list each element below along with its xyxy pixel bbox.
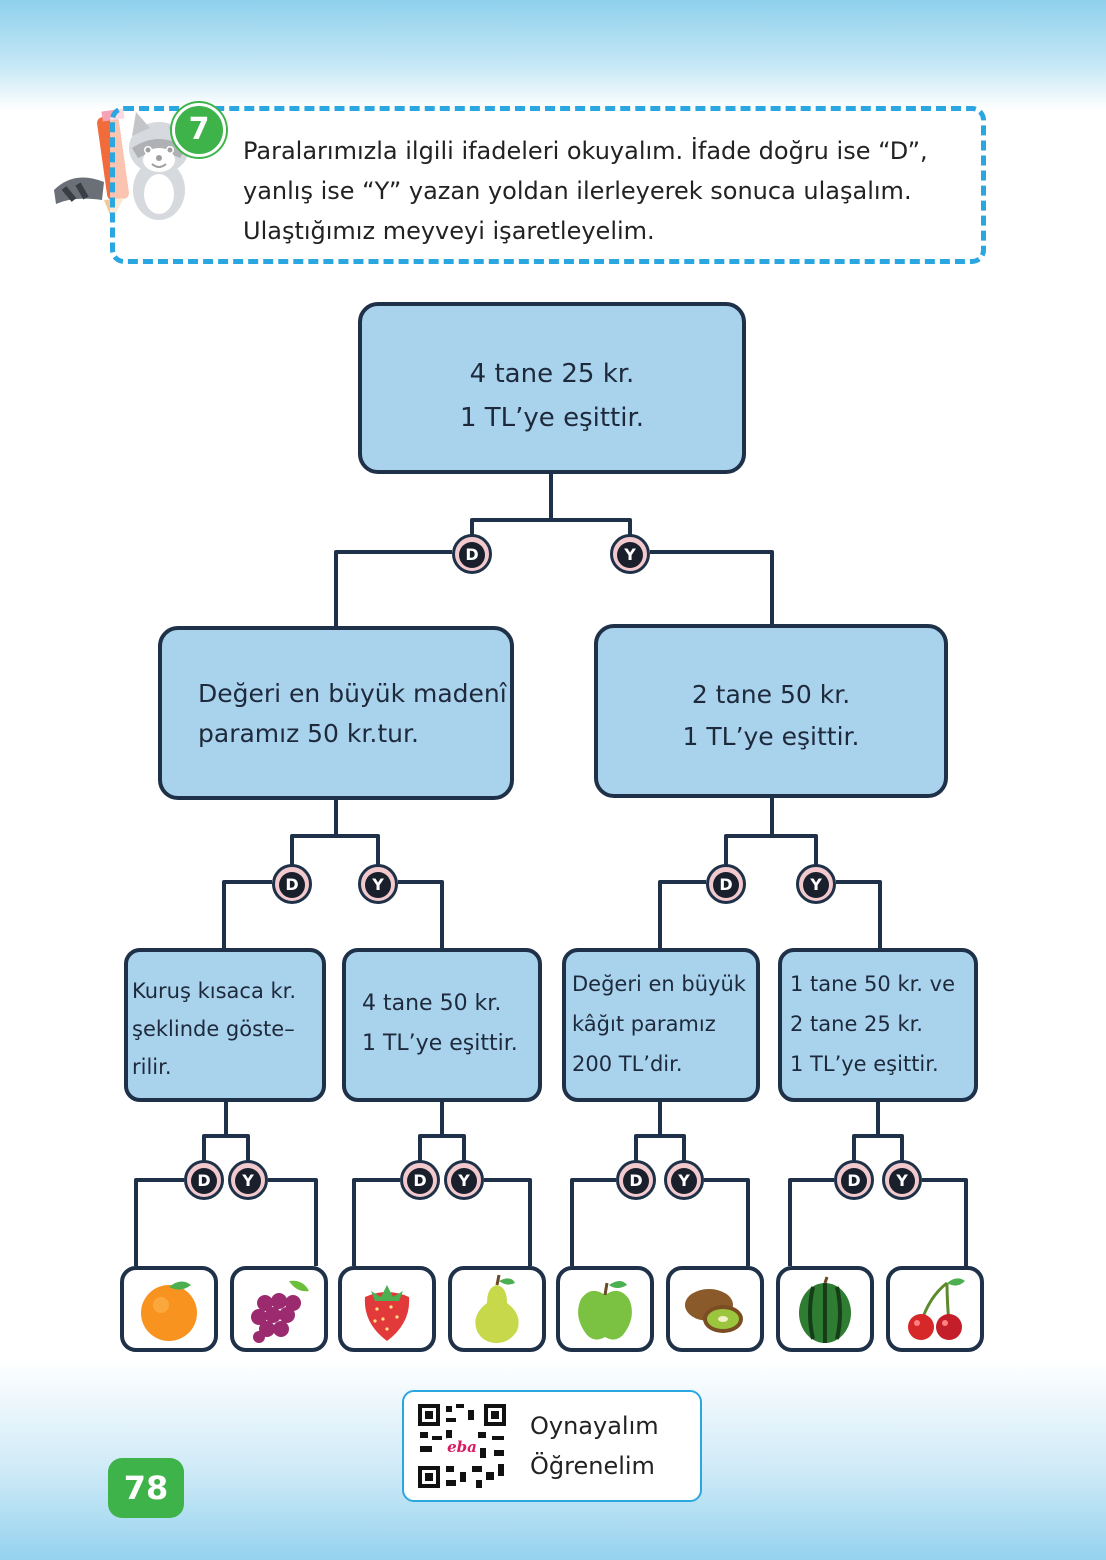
fruit-option-strawberry[interactable] <box>338 1266 436 1352</box>
qr-line: Oynayalım <box>530 1412 659 1440</box>
question-line: Kuruş kısaca kr. <box>132 979 297 1003</box>
choice-false[interactable]: Y <box>228 1160 268 1200</box>
choice-label: Y <box>365 872 391 898</box>
choice-label: Y <box>451 1168 477 1194</box>
fruit-option-apple[interactable] <box>556 1266 654 1352</box>
eba-logo: eba <box>447 1438 477 1456</box>
choice-label: Y <box>889 1168 915 1194</box>
fruit-option-grapes[interactable] <box>230 1266 328 1352</box>
question-line: 1 TL’ye eşittir. <box>459 403 645 433</box>
cherry-icon <box>908 1278 965 1340</box>
instruction-line: Ulaştığımız meyveyi işaretleyelim. <box>243 217 655 245</box>
choice-false[interactable]: Y <box>664 1160 704 1200</box>
question-left: Değeri en büyük madenî paramız 50 kr.tur… <box>158 626 514 800</box>
qr-code-icon: eba <box>416 1402 508 1490</box>
fruit-option-orange[interactable] <box>120 1266 218 1352</box>
question-line: paramız 50 kr.tur. <box>198 719 419 748</box>
choice-true[interactable]: D <box>272 864 312 904</box>
choice-false[interactable]: Y <box>882 1160 922 1200</box>
choice-false[interactable]: Y <box>796 864 836 904</box>
choice-false[interactable]: Y <box>444 1160 484 1200</box>
orange-icon <box>141 1281 197 1341</box>
top-band <box>0 0 1106 110</box>
choice-label: D <box>623 1168 649 1194</box>
page-number: 78 <box>108 1458 184 1518</box>
fruit-option-cherry[interactable] <box>886 1266 984 1352</box>
strawberry-icon <box>364 1285 410 1341</box>
question-line: Değeri en büyük madenî <box>198 679 507 708</box>
question-line: Değeri en büyük <box>572 972 746 996</box>
question-line: kâğıt paramız <box>572 1012 716 1036</box>
question-line: rilir. <box>132 1055 172 1079</box>
fruit-option-pear[interactable] <box>448 1266 546 1352</box>
choice-label: Y <box>803 872 829 898</box>
instruction-box: Paralarımızla ilgili ifadeleri okuyalım.… <box>110 106 986 264</box>
fruit-option-kiwi[interactable] <box>666 1266 764 1352</box>
question-line: 1 TL’ye eşittir. <box>790 1052 939 1076</box>
choice-true[interactable]: D <box>452 534 492 574</box>
choice-true[interactable]: D <box>834 1160 874 1200</box>
instruction-line: yanlış ise “Y” yazan yoldan ilerleyerek … <box>243 177 912 205</box>
question-line: 1 tane 50 kr. ve <box>790 972 956 996</box>
watermelon-icon <box>799 1276 851 1343</box>
question-leaf-3: Değeri en büyük kâğıt paramız 200 TL’dir… <box>562 948 760 1102</box>
apple-icon <box>578 1281 632 1340</box>
instruction-text: Paralarımızla ilgili ifadeleri okuyalım.… <box>243 131 973 251</box>
choice-label: D <box>841 1168 867 1194</box>
choice-true[interactable]: D <box>400 1160 440 1200</box>
question-leaf-1: Kuruş kısaca kr. şeklinde göste– rilir. <box>124 948 326 1102</box>
question-right: 2 tane 50 kr. 1 TL’ye eşittir. <box>594 624 948 798</box>
question-line: 1 TL’ye eşittir. <box>682 722 860 751</box>
instruction-line: Paralarımızla ilgili ifadeleri okuyalım.… <box>243 137 928 165</box>
choice-label: Y <box>671 1168 697 1194</box>
choice-label: Y <box>235 1168 261 1194</box>
choice-label: Y <box>617 542 643 568</box>
qr-caption: Oynayalım Öğrenelim <box>530 1406 659 1486</box>
fruit-option-watermelon[interactable] <box>776 1266 874 1352</box>
question-line: 2 tane 25 kr. <box>790 1012 923 1036</box>
choice-false[interactable]: Y <box>610 534 650 574</box>
grapes-icon <box>251 1280 309 1343</box>
choice-false[interactable]: Y <box>358 864 398 904</box>
task-number-badge: 7 <box>172 103 226 157</box>
kiwi-icon <box>685 1289 743 1333</box>
choice-true[interactable]: D <box>706 864 746 904</box>
question-line: 200 TL’dir. <box>572 1052 683 1076</box>
question-line: 4 tane 50 kr. <box>362 991 502 1016</box>
question-line: 1 TL’ye eşittir. <box>362 1031 518 1056</box>
choice-label: D <box>713 872 739 898</box>
choice-true[interactable]: D <box>616 1160 656 1200</box>
choice-label: D <box>191 1168 217 1194</box>
question-line: 4 tane 25 kr. <box>469 359 635 389</box>
question-leaf-4: 1 tane 50 kr. ve 2 tane 25 kr. 1 TL’ye e… <box>778 948 978 1102</box>
choice-label: D <box>459 542 485 568</box>
qr-card[interactable]: eba Oynayalım Öğrenelim <box>402 1390 702 1502</box>
choice-label: D <box>407 1168 433 1194</box>
choice-label: D <box>279 872 305 898</box>
pear-icon <box>475 1274 519 1343</box>
choice-true[interactable]: D <box>184 1160 224 1200</box>
question-leaf-2: 4 tane 50 kr. 1 TL’ye eşittir. <box>342 948 542 1102</box>
qr-line: Öğrenelim <box>530 1452 655 1480</box>
question-line: 2 tane 50 kr. <box>691 680 851 709</box>
question-root: 4 tane 25 kr. 1 TL’ye eşittir. <box>358 302 746 474</box>
question-line: şeklinde göste– <box>132 1017 295 1041</box>
